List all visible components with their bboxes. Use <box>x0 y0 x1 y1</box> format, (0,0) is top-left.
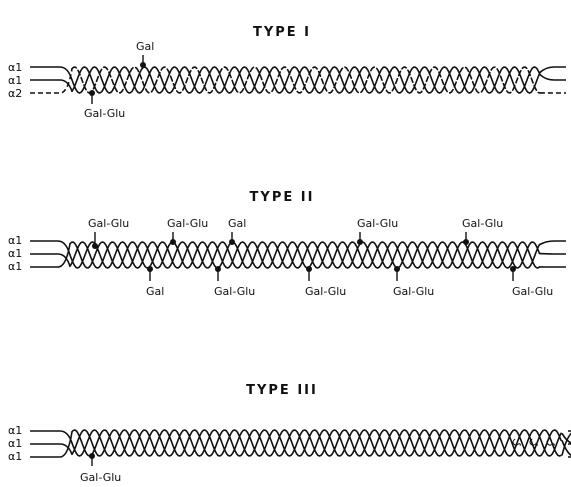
chain-tail <box>30 241 70 255</box>
chain-label: α1 <box>8 234 22 247</box>
chain-tail <box>540 241 566 245</box>
modification-label: Gal-Glu <box>305 285 346 298</box>
chain-tail <box>30 67 72 80</box>
triple-helix <box>30 67 566 93</box>
modification-label: Gal <box>228 217 246 230</box>
modification-label: Gal-Glu <box>84 107 125 120</box>
chain-label: α1 <box>8 61 22 74</box>
triple-helix <box>30 241 566 268</box>
panel-type-3: TYPE III α1 α1 α1 ς ς ς Gal-Glu <box>8 383 571 484</box>
modification-label: Gal-Glu <box>214 285 255 298</box>
chain-label: α1 <box>8 437 22 450</box>
chain-label: α1 <box>8 424 22 437</box>
modification-label: Gal-Glu <box>88 217 129 230</box>
modification-label: Gal-Glu <box>357 217 398 230</box>
chain-tail <box>30 431 72 443</box>
modification-label: Gal-Glu <box>512 285 553 298</box>
helix-strand <box>72 67 540 93</box>
chain-label: α1 <box>8 260 22 273</box>
panel-type-2: TYPE II α1 α1 α1 Gal-Glu Gal-Glu Gal Gal… <box>8 190 566 298</box>
chain-label: α1 <box>8 74 22 87</box>
modification-label: Gal-Glu <box>462 217 503 230</box>
panel-title: TYPE III <box>246 383 318 398</box>
chain-tail <box>30 254 70 266</box>
panel-title: TYPE I <box>253 25 311 40</box>
disulfide-bond-mark: ς <box>524 435 539 449</box>
panel-type-1: TYPE I α1 α1 α2 Gal Gal-Glu <box>8 25 566 120</box>
modification-label: Gal-Glu <box>167 217 208 230</box>
panel-title: TYPE II <box>250 190 315 205</box>
triple-helix <box>30 430 571 457</box>
chain-tail <box>540 75 566 80</box>
modification-label: Gal-Glu <box>393 285 434 298</box>
chain-label: α1 <box>8 247 22 260</box>
chain-tail <box>540 67 566 72</box>
modification-label: Gal-Glu <box>80 471 121 484</box>
modification-label: Gal <box>136 40 154 53</box>
modification-label: Gal <box>146 285 164 298</box>
chain-label: α1 <box>8 450 22 463</box>
modification-dot <box>140 62 146 68</box>
chain-label: α2 <box>8 87 22 100</box>
